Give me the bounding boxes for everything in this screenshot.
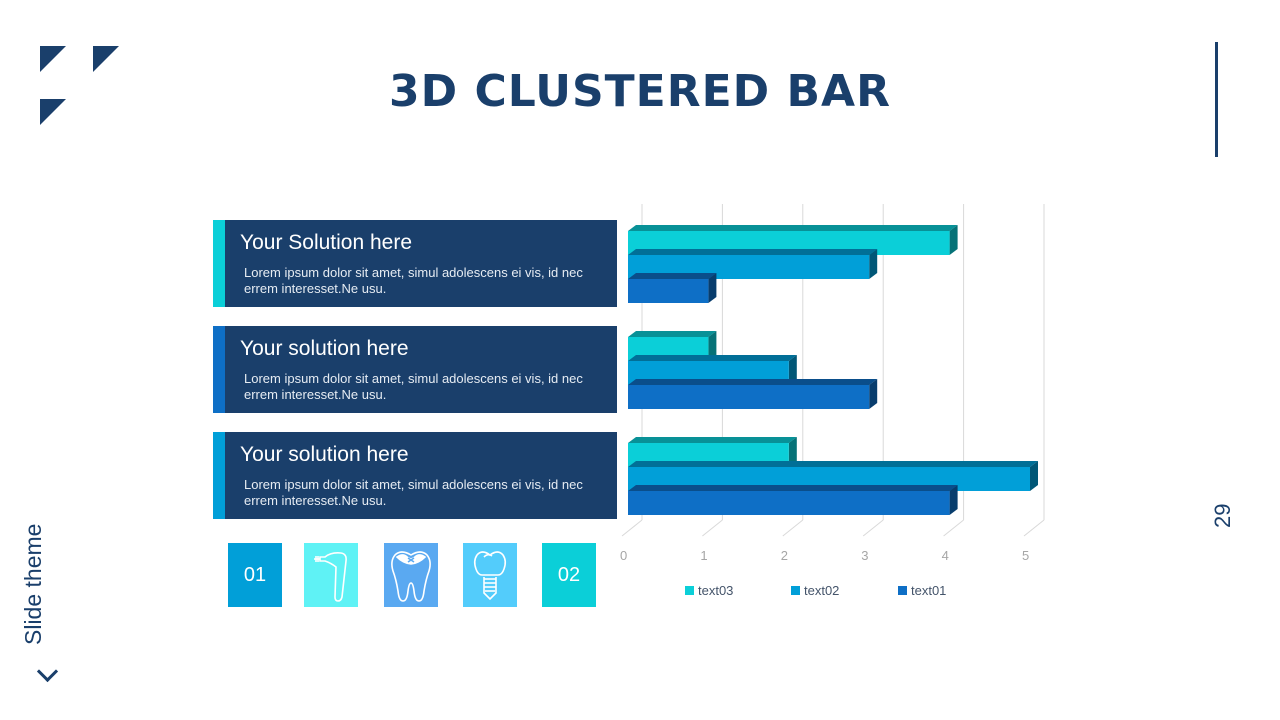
number-tile: 01 (228, 543, 282, 607)
bar-top-face (628, 225, 958, 231)
card-body: Lorem ipsum dolor sit amet, simul adoles… (244, 371, 583, 402)
icon-tile (463, 543, 517, 607)
bar-side-face (788, 437, 797, 467)
tooth-cavity-icon (389, 547, 433, 603)
vertical-divider (1215, 42, 1218, 157)
bar-top-face (628, 461, 1038, 467)
card-accent-stripe (213, 432, 225, 519)
x-axis-tick-label: 5 (1022, 548, 1030, 563)
bar-side-face (869, 249, 878, 279)
bar-top-face (628, 249, 878, 255)
corner-triangle-decoration (93, 46, 119, 72)
bar-top-face (628, 379, 878, 385)
floor-gridline (782, 519, 804, 537)
legend-label: text01 (911, 583, 947, 598)
floor-gridline (943, 519, 964, 537)
tile-number: 01 (243, 563, 267, 586)
x-axis-tick-label: 1 (700, 548, 708, 563)
floor-gridline (621, 519, 643, 537)
legend-item: text02 (791, 583, 839, 598)
bar-top-face (628, 331, 717, 337)
number-tile: 02 (542, 543, 596, 607)
legend-swatch (685, 586, 694, 595)
solution-card: Your solution here Lorem ipsum dolor sit… (213, 432, 617, 519)
card-accent-stripe (213, 326, 225, 413)
corner-triangle-decoration (40, 46, 66, 72)
card-body: Lorem ipsum dolor sit amet, simul adoles… (244, 265, 583, 296)
icon-tile (384, 543, 438, 607)
card-heading: Your Solution here (240, 231, 413, 254)
card-heading: Your solution here (240, 337, 409, 360)
legend-swatch (791, 586, 800, 595)
slide-title: 3D CLUSTERED BAR (389, 66, 891, 117)
corner-triangle-decoration (40, 99, 66, 125)
bar-side-face (1030, 461, 1038, 491)
legend-item: text01 (898, 583, 946, 598)
legend-item: text03 (685, 583, 733, 598)
bar-text01 (628, 491, 950, 515)
bar-top-face (628, 485, 958, 491)
solution-card: Your solution here Lorem ipsum dolor sit… (213, 326, 617, 413)
x-axis-tick-label: 4 (941, 548, 949, 563)
x-axis-tick-label: 3 (861, 548, 869, 563)
bar-side-face (869, 379, 878, 409)
tile-number: 02 (557, 563, 581, 586)
bar-top-face (628, 437, 797, 443)
icon-tile (304, 543, 358, 607)
dental-implant-icon (470, 547, 510, 603)
bar-side-face (949, 485, 958, 515)
bar-side-face (708, 331, 717, 361)
floor-gridline (862, 519, 884, 537)
bar-text01 (628, 279, 709, 303)
bar-top-face (628, 273, 717, 279)
solution-card: Your Solution here Lorem ipsum dolor sit… (213, 220, 617, 307)
bar-side-face (788, 355, 797, 385)
card-heading: Your solution here (240, 443, 409, 466)
dental-drill-icon (311, 547, 351, 603)
card-accent-stripe (213, 220, 225, 307)
x-axis-tick-label: 2 (780, 548, 789, 563)
card-body: Lorem ipsum dolor sit amet, simul adoles… (244, 477, 583, 508)
legend-label: text03 (698, 583, 734, 598)
bar-top-face (628, 355, 797, 361)
x-axis-tick-label: 0 (620, 548, 628, 563)
page-number: 29 (1210, 503, 1235, 528)
bar-text01 (628, 385, 870, 409)
floor-gridline (702, 519, 723, 537)
bar-side-face (949, 225, 958, 255)
legend-label: text02 (804, 583, 840, 598)
slide-theme-label: Slide theme (20, 523, 46, 645)
bar-side-face (708, 273, 717, 303)
floor-gridline (1023, 519, 1045, 537)
legend-swatch (898, 586, 907, 595)
